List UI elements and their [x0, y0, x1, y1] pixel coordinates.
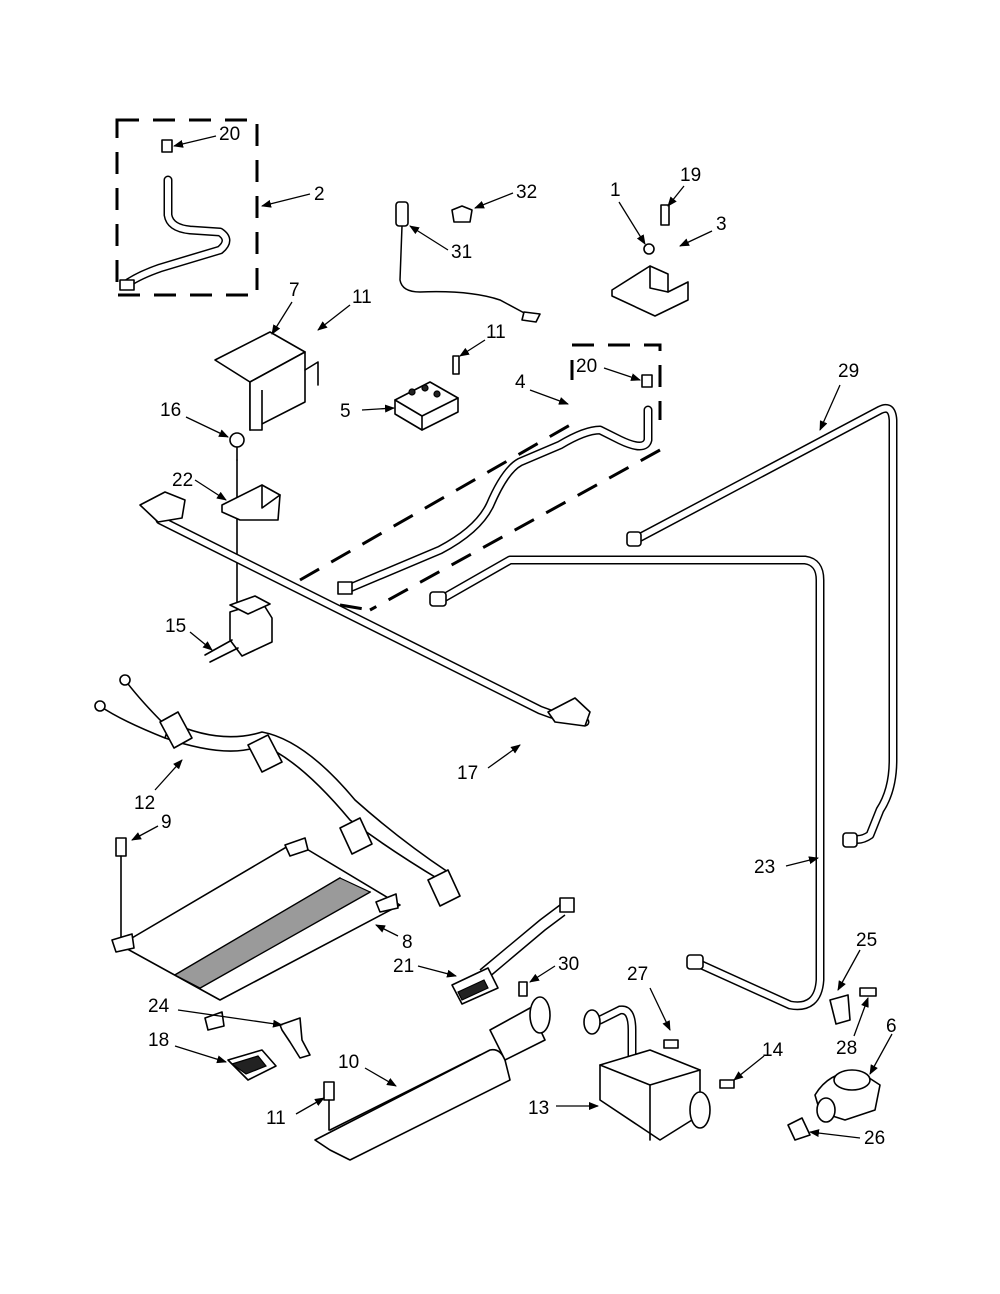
callout-29: 29	[838, 361, 859, 382]
callout-1: 1	[610, 180, 621, 201]
part-18-clip	[227, 1049, 277, 1081]
callout-28: 28	[836, 1038, 857, 1059]
part-16-screw	[229, 432, 245, 611]
callout-11: 11	[352, 287, 372, 308]
part-8-heat-shield	[111, 837, 401, 1031]
callout-13: 13	[528, 1098, 549, 1119]
part-26-fitting	[787, 1117, 811, 1141]
callout-24: 24	[148, 996, 170, 1017]
callout-12: 12	[134, 793, 155, 814]
part-7-cover	[214, 331, 319, 431]
part-21-igniter	[451, 897, 575, 1005]
assembly-2-thermostat-tube	[115, 118, 259, 297]
callout-23: 23	[754, 857, 775, 878]
callout-2: 2	[314, 184, 325, 205]
callout-22: 22	[172, 470, 193, 491]
callout-8: 8	[402, 932, 413, 953]
part-9-screw	[115, 837, 127, 941]
part-12-ignitor-harness	[94, 674, 461, 907]
callout-30: 30	[558, 954, 579, 975]
callout-20: 20	[576, 356, 597, 377]
callout-17: 17	[457, 763, 478, 784]
part-24-bracket	[279, 1017, 311, 1059]
callout-7: 7	[289, 280, 300, 301]
callout-20: 20	[219, 124, 240, 145]
callout-26: 26	[864, 1128, 885, 1149]
callout-3: 3	[716, 214, 727, 235]
part-29-burner-tube	[626, 403, 898, 848]
callout-16: 16	[160, 400, 181, 421]
assembly-4-tube	[299, 343, 662, 612]
part-13-orifice-holder	[583, 1005, 735, 1141]
part-5-valve-block	[394, 355, 460, 431]
part-17-manifold	[139, 491, 591, 727]
part-32-grommet	[451, 205, 473, 223]
callout-21: 21	[393, 956, 414, 977]
part-22-bracket	[221, 484, 281, 521]
callout-18: 18	[148, 1030, 169, 1051]
callout-9: 9	[161, 812, 172, 833]
callout-4: 4	[515, 372, 526, 393]
leader-lines	[131, 135, 893, 1139]
callout-19: 19	[680, 165, 701, 186]
callout-25: 25	[856, 930, 877, 951]
callout-6: 6	[886, 1016, 897, 1037]
callout-5: 5	[340, 401, 351, 422]
part-10-burner	[314, 996, 551, 1161]
part-3-bracket	[611, 204, 689, 317]
part-23-supply-tube	[429, 555, 825, 1011]
callout-31: 31	[451, 242, 472, 263]
part-31-sensor	[395, 201, 541, 323]
part-25-clip	[829, 987, 877, 1025]
callout-15: 15	[165, 616, 186, 637]
part-6-regulator	[814, 1069, 881, 1123]
callout-labels: 20 2 32 31 1 19 3 7 11 11 5 4 20 29 16 2…	[134, 124, 897, 1149]
callout-10: 10	[338, 1052, 359, 1073]
callout-11: 11	[486, 322, 506, 343]
part-15-valve	[204, 595, 273, 663]
callout-32: 32	[516, 182, 537, 203]
callout-11: 11	[266, 1108, 286, 1129]
callout-27: 27	[627, 964, 648, 985]
callout-14: 14	[762, 1040, 784, 1061]
